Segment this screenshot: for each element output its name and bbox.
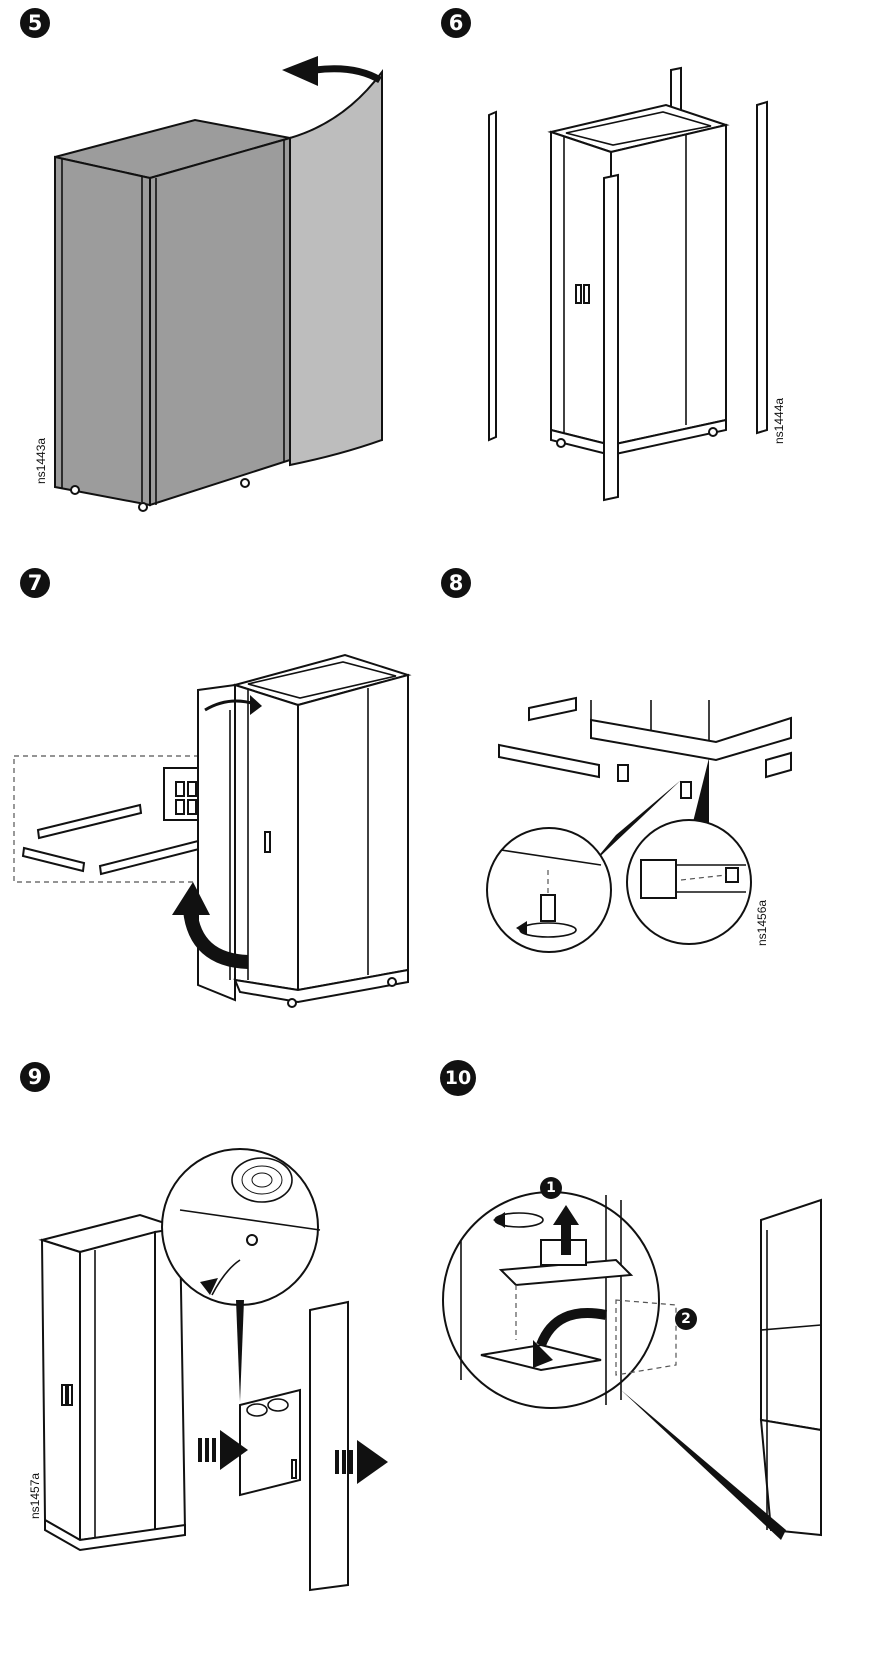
callout-pointer xyxy=(621,1390,786,1540)
callout-1-badge: 1 xyxy=(540,1177,562,1199)
step-7-badge: 7 xyxy=(20,568,50,598)
lift-arrow-icon xyxy=(553,1205,579,1225)
lift-arrow-icon xyxy=(172,882,210,915)
detail-circle-leveling-foot xyxy=(486,827,612,953)
callout-pointer xyxy=(691,758,709,830)
plinth-strip xyxy=(98,838,205,876)
caster-icon xyxy=(708,427,718,437)
step-10-illustration xyxy=(442,1191,822,1540)
callout-pointer xyxy=(236,1300,244,1402)
plug-arrow-icon xyxy=(200,1278,218,1295)
cabinet-left-face xyxy=(54,155,151,507)
cabinet-front xyxy=(79,1230,156,1542)
side-rail-left xyxy=(488,110,497,442)
door-handle xyxy=(583,284,590,304)
rotate-arrow-icon xyxy=(533,1340,553,1368)
door-handle xyxy=(67,1384,73,1406)
side-panel xyxy=(309,1300,349,1592)
caster-icon xyxy=(70,485,80,495)
plinth-strip xyxy=(765,751,792,779)
cabinet-front xyxy=(610,123,727,447)
cabinet-base xyxy=(590,716,792,762)
step-7-panel: 7 xyxy=(0,560,441,1120)
detail-circle-shelf xyxy=(442,1191,660,1409)
leveling-foot xyxy=(617,764,629,782)
cabinet-front-partial xyxy=(760,1198,822,1432)
rear-door xyxy=(197,683,236,1002)
plinth-strip xyxy=(21,846,86,873)
side-rail-right xyxy=(756,100,768,435)
caster-icon xyxy=(387,977,397,987)
step-6-illustration xyxy=(488,66,768,502)
step-5-badge: 5 xyxy=(20,8,50,38)
plinth-strip xyxy=(498,743,600,779)
door-handle xyxy=(575,284,582,304)
caster-icon xyxy=(287,998,297,1008)
step-6-badge: 6 xyxy=(441,8,471,38)
cabinet-front xyxy=(297,673,409,992)
step-7-illustration xyxy=(13,653,412,1008)
step-9-panel: 9 ns1457a xyxy=(0,1062,441,1680)
step-10-badge: 10 xyxy=(440,1060,476,1096)
step-5-illustration xyxy=(54,56,383,512)
rotate-arrow-icon xyxy=(516,921,527,935)
caster-icon xyxy=(138,502,148,512)
rotate-arrow-icon xyxy=(250,695,262,715)
pull-arrow-icon xyxy=(357,1440,388,1484)
step-6-panel: 6 ns1444a xyxy=(441,0,882,560)
step-10-panel: 10 1 xyxy=(440,1060,882,1680)
step-5-panel: 5 ns1443a xyxy=(0,0,441,560)
side-panel-curved xyxy=(289,68,383,467)
caster-icon xyxy=(240,478,250,488)
detail-circle-plinth xyxy=(626,819,752,945)
callout-pointer xyxy=(591,780,681,865)
cabinet-front-face xyxy=(149,136,291,507)
plinth-strip xyxy=(528,696,577,722)
door-handle xyxy=(264,831,271,853)
leveling-foot xyxy=(680,781,692,799)
step-8-illustration xyxy=(486,696,792,953)
caster-icon xyxy=(556,438,566,448)
front-rail xyxy=(603,173,619,502)
door-handle xyxy=(61,1384,67,1406)
plinth-strip xyxy=(36,803,143,840)
step-9-illustration xyxy=(38,1148,388,1592)
callout-2-badge: 2 xyxy=(675,1308,697,1330)
push-arrow-icon xyxy=(220,1430,248,1470)
step-9-badge: 9 xyxy=(20,1062,50,1092)
step-8-badge: 8 xyxy=(441,568,471,598)
curved-arrow-icon xyxy=(282,56,318,86)
step-8-panel: 8 ns1456a xyxy=(441,560,882,1120)
